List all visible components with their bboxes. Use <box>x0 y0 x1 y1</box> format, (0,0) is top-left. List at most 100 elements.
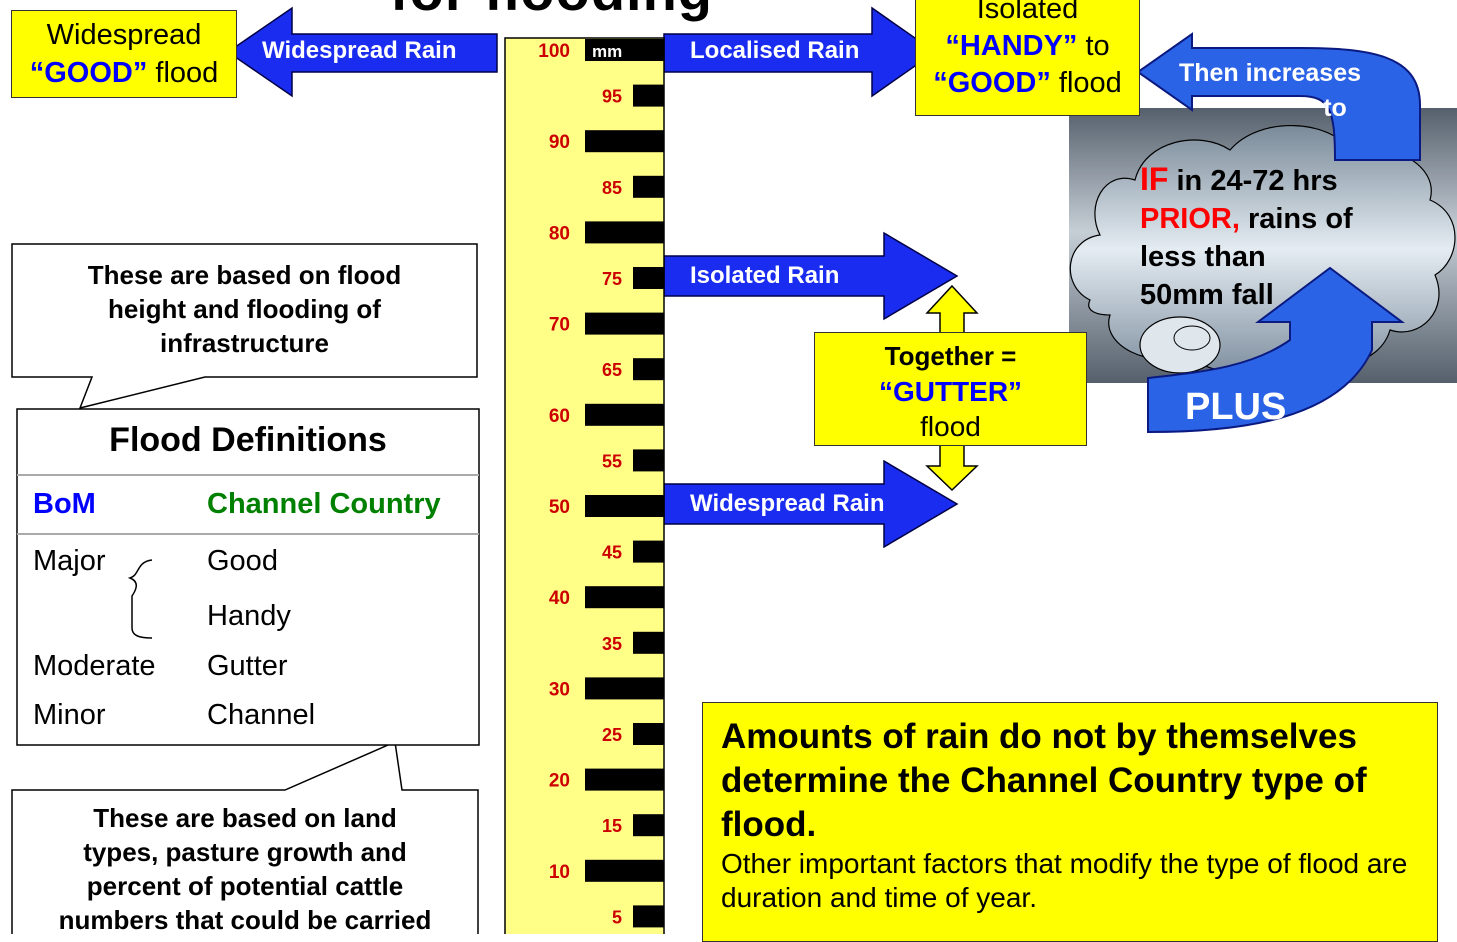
together-line: flood <box>920 411 981 442</box>
cloud-text: IF in 24-72 hrs PRIOR, rains of less tha… <box>1140 160 1353 314</box>
ruler-minor-tick <box>633 905 664 928</box>
handy-good-box: Isolated “HANDY” to “GOOD” flood <box>915 0 1140 116</box>
box-line: Isolated <box>976 0 1079 25</box>
definitions-box <box>16 408 480 746</box>
widespread-rain-label-top: Widespread Rain <box>262 37 457 64</box>
ruler-minor-tick <box>633 540 664 563</box>
def-bom-moderate: Moderate <box>33 650 156 682</box>
page-title: for flooding <box>390 0 713 23</box>
if-word: IF <box>1140 161 1169 197</box>
ruler-major-label: 70 <box>549 315 570 336</box>
callout-bottom-box <box>11 740 479 934</box>
ruler-minor-label: 55 <box>602 451 622 471</box>
ruler-minor-label: 35 <box>602 634 622 654</box>
callout-line: These are based on flood <box>87 260 402 290</box>
def-channel-gutter: Gutter <box>207 650 288 682</box>
callout-line: types, pasture growth and <box>83 837 407 867</box>
ruler-body <box>504 37 665 934</box>
callout-line: numbers that could be carried <box>58 905 432 935</box>
ruler-minor-label: 65 <box>602 360 622 380</box>
widespread-good-box: Widespread “GOOD” flood <box>11 10 237 98</box>
ruler-minor-tick <box>633 723 664 745</box>
ruler-ticks: 1009590858075706560555045403530252015105… <box>538 39 664 928</box>
ruler-major-label: 60 <box>549 406 570 427</box>
cloud-line: in 24-72 hrs <box>1168 165 1338 197</box>
cloud-line: 50mm fall <box>1140 279 1274 311</box>
ruler-major-label: 50 <box>549 497 570 518</box>
ruler-major-tick <box>585 586 664 609</box>
isolated-rain-label: Isolated Rain <box>690 262 840 289</box>
plus-label: PLUS <box>1185 386 1287 428</box>
callout-top-box <box>11 243 478 410</box>
to-word: to <box>1077 30 1110 62</box>
ruler-minor-label: 45 <box>602 543 622 563</box>
good-word: “GOOD” <box>29 57 148 89</box>
ruler-minor-label: 75 <box>602 269 622 289</box>
ruler-major-tick <box>585 403 664 426</box>
ruler-major-label: 20 <box>549 771 570 792</box>
good-word: “GOOD” <box>933 67 1051 99</box>
flood-word: flood <box>1050 67 1122 99</box>
ruler-major-tick <box>585 677 664 700</box>
callout-line: These are based on land <box>93 803 397 833</box>
ruler-minor-tick <box>633 631 664 654</box>
callout-top-text: These are based on flood height and floo… <box>12 258 477 360</box>
channel-header: Channel Country <box>207 488 441 520</box>
ruler-minor-tick <box>633 175 664 198</box>
ruler-major-label: 100 <box>538 41 570 62</box>
prior-word: PRIOR, <box>1140 203 1240 235</box>
ruler-major-tick <box>585 130 664 153</box>
ruler-minor-tick <box>633 84 664 107</box>
localised-rain-label: Localised Rain <box>690 37 860 64</box>
callout-line: percent of potential cattle <box>86 871 404 901</box>
ruler-major-tick <box>585 39 664 61</box>
cloud-puff-small <box>1139 316 1221 374</box>
callout-line: height and flooding of <box>108 294 381 324</box>
increase-line: to <box>1323 94 1347 122</box>
callout-line: infrastructure <box>159 328 330 358</box>
together-line: Together = <box>884 341 1017 371</box>
bom-header: BoM <box>33 488 96 520</box>
ruler-minor-label: 85 <box>602 178 622 198</box>
definitions-title: Flood Definitions <box>109 421 387 459</box>
def-bom-major: Major <box>33 545 106 577</box>
ruler-minor-tick <box>633 449 664 472</box>
note-body: Other important factors that modify the … <box>721 848 1408 913</box>
note-box: Amounts of rain do not by themselves det… <box>702 702 1438 942</box>
ruler-major-label: 80 <box>549 223 570 244</box>
def-channel-handy: Handy <box>207 600 291 632</box>
ruler-minor-label: 25 <box>602 725 622 745</box>
plus-arrow <box>1147 266 1405 434</box>
increase-line: Then increases <box>1178 59 1362 87</box>
ruler-major-tick <box>585 312 664 335</box>
callout-bottom-text: These are based on land types, pasture g… <box>12 801 478 937</box>
ruler-major-label: 10 <box>549 862 570 883</box>
widespread-rain-label-middle: Widespread Rain <box>690 490 885 517</box>
widespread-arrow-left <box>226 6 498 98</box>
localised-arrow <box>663 6 937 98</box>
ruler-major-label: 30 <box>549 679 570 700</box>
ruler-major-tick <box>585 859 664 882</box>
isolated-arrow <box>663 231 959 321</box>
ruler-unit-label: mm <box>592 42 622 61</box>
gutter-word: “GUTTER” <box>878 376 1023 407</box>
note-heading: Amounts of rain do not by themselves det… <box>721 717 1367 844</box>
ruler-major-tick <box>585 495 664 517</box>
ruler-minor-label: 95 <box>602 87 622 107</box>
handy-word: “HANDY” <box>945 30 1078 62</box>
def-bom-minor: Minor <box>33 699 106 731</box>
ruler-major-label: 40 <box>549 588 570 609</box>
def-channel-good: Good <box>207 545 278 577</box>
ruler-minor-label: 5 <box>612 907 622 927</box>
cloud-line: rains of <box>1239 203 1353 235</box>
box-line: Widespread <box>46 19 202 51</box>
widespread-arrow-middle <box>663 459 959 549</box>
ruler-minor-label: 15 <box>602 816 622 836</box>
gutter-box: Together = “GUTTER” flood <box>814 332 1087 446</box>
def-channel-channel: Channel <box>207 699 316 731</box>
ruler-major-tick <box>585 221 664 244</box>
cloud-puff-tiny <box>1173 325 1211 351</box>
cloud-line: less than <box>1140 241 1266 273</box>
increase-arrow <box>1136 32 1421 161</box>
flood-word: flood <box>147 57 219 89</box>
